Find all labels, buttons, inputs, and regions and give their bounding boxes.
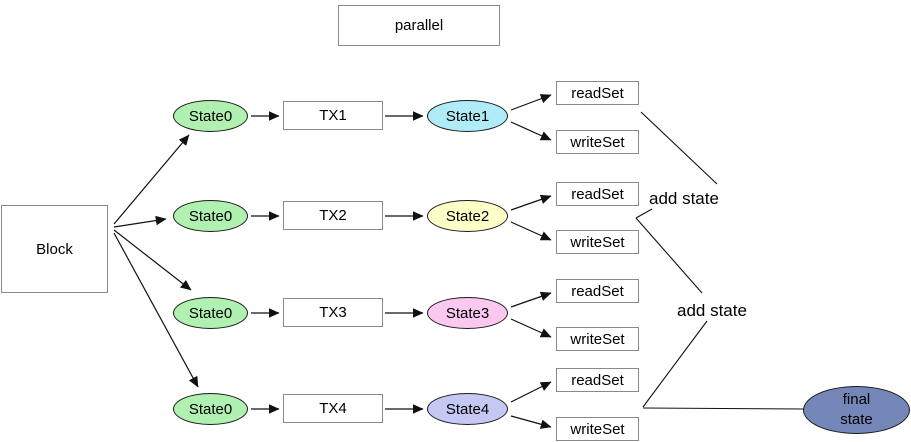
state0-label: State0 (188, 207, 233, 225)
tx1-label: TX1 (319, 107, 347, 124)
state0-node-row1: State0 (173, 100, 248, 132)
writeset-label: writeSet (570, 133, 625, 151)
state3-label: State3 (445, 304, 490, 322)
state1-node: State1 (427, 100, 508, 132)
state0-label: State0 (188, 304, 233, 322)
tx3-label: TX3 (319, 304, 347, 321)
tx2-node: TX2 (283, 201, 383, 230)
state0-label: State0 (188, 107, 233, 125)
state4-label: State4 (445, 400, 490, 418)
writeset-label: writeSet (570, 420, 625, 438)
block-label: Block (36, 240, 73, 258)
state0-node-row3: State0 (173, 297, 248, 329)
block-node: Block (1, 205, 108, 293)
state3-node: State3 (427, 297, 508, 329)
state0-node-row2: State0 (173, 200, 248, 232)
row-flow-arrows (251, 94, 552, 429)
add-state-annotation-top: add state (649, 189, 719, 208)
add-state-annotation-bottom: add state (677, 301, 747, 320)
state1-label: State1 (445, 107, 490, 125)
state0-node-row4: State0 (173, 393, 248, 425)
tx4-label: TX4 (319, 400, 347, 417)
readset-box-row2: readSet (556, 182, 639, 206)
final-state-label: final state (840, 390, 873, 428)
writeset-label: writeSet (570, 330, 625, 348)
readset-box-row4: readSet (556, 368, 639, 392)
readset-box-row1: readSet (556, 81, 639, 105)
parallel-label-box: parallel (338, 5, 500, 46)
readset-label: readSet (571, 185, 624, 203)
final-state-node: final state (803, 386, 910, 434)
tx3-node: TX3 (283, 298, 383, 327)
state2-label: State2 (445, 207, 490, 225)
readset-box-row3: readSet (556, 279, 639, 303)
tx4-node: TX4 (283, 394, 383, 423)
readset-label: readSet (571, 371, 624, 389)
readset-label: readSet (571, 84, 624, 102)
writeset-box-row2: writeSet (556, 230, 639, 254)
writeset-box-row1: writeSet (556, 130, 639, 154)
parallel-label: parallel (394, 17, 444, 34)
block-fanout-arrows (113, 134, 199, 388)
state0-label: State0 (188, 400, 233, 418)
writeset-label: writeSet (570, 233, 625, 251)
readset-label: readSet (571, 282, 624, 300)
writeset-box-row4: writeSet (556, 417, 639, 441)
state2-node: State2 (427, 200, 508, 232)
state4-node: State4 (427, 393, 508, 425)
tx1-node: TX1 (283, 101, 383, 130)
tx2-label: TX2 (319, 207, 347, 224)
writeset-box-row3: writeSet (556, 327, 639, 351)
add-state-connector-lines (635, 111, 805, 410)
